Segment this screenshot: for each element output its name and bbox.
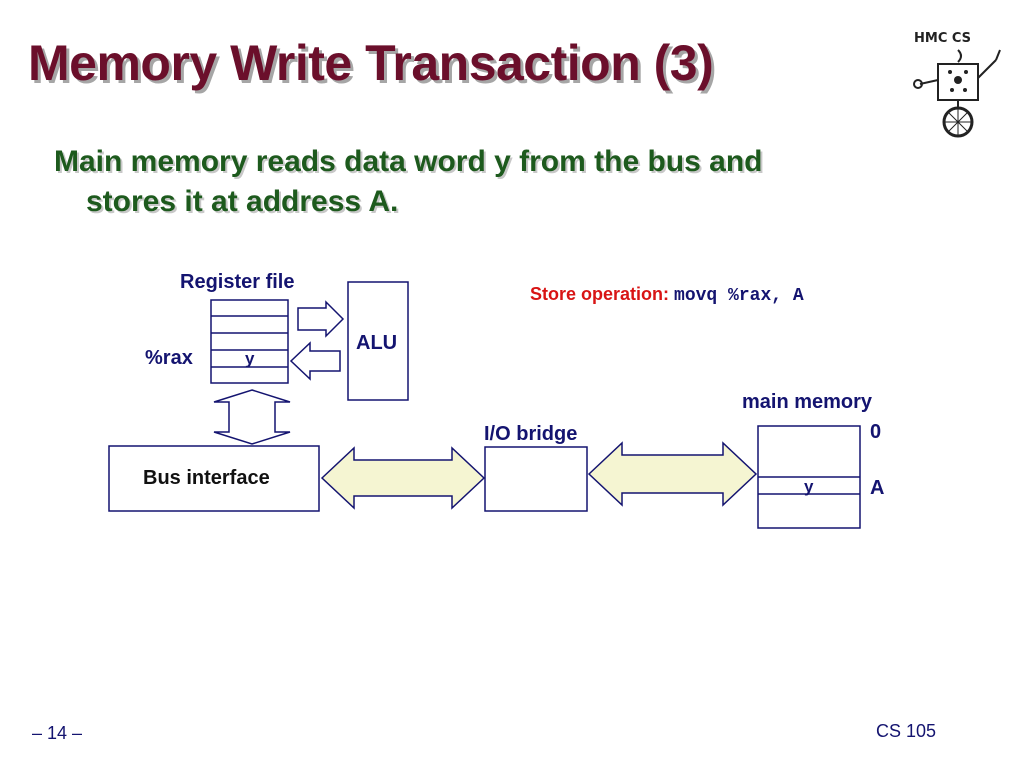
register-value: y [245, 349, 255, 368]
store-operation-label: Store operation: [530, 284, 670, 304]
slide-title: Memory Write Transaction (3) [28, 35, 714, 91]
io-bridge-label: I/O bridge [484, 423, 578, 445]
bus-interface-box [108, 445, 320, 512]
store-operation: Store operation: movq %rax, A [530, 284, 804, 306]
bullet-line-1: Main memory reads data word y from the b… [54, 145, 763, 178]
logo-text: HMC CS [914, 31, 971, 46]
hmc-cs-logo-icon: HMC CS [913, 31, 1001, 138]
register-file [210, 299, 289, 384]
register-bus-arrow [213, 389, 291, 445]
register-to-alu-arrow [297, 300, 345, 338]
alu-label: ALU [356, 332, 398, 354]
course-label: CS 105 [876, 721, 937, 741]
memory-bus-arrow [587, 441, 758, 507]
page-number: – 14 – [32, 723, 83, 743]
alu-box [347, 281, 409, 401]
system-bus-arrow [320, 446, 486, 510]
alu-to-register-arrow [289, 341, 341, 381]
bullet-text: Main memory reads data word y from the b… [54, 142, 894, 222]
store-operation-code: movq %rax, A [674, 286, 804, 306]
bus-interface-label: Bus interface [143, 467, 270, 489]
rax-label: %rax [145, 347, 193, 369]
io-bridge-box [484, 446, 588, 512]
address-a-label: A [870, 477, 885, 499]
address-zero-label: 0 [870, 421, 882, 443]
register-file-label: Register file [180, 271, 295, 293]
main-memory [757, 425, 861, 529]
bullet-line-2: stores it at address A. [86, 185, 399, 218]
main-memory-label: main memory [742, 391, 873, 413]
memory-value: y [804, 477, 814, 496]
